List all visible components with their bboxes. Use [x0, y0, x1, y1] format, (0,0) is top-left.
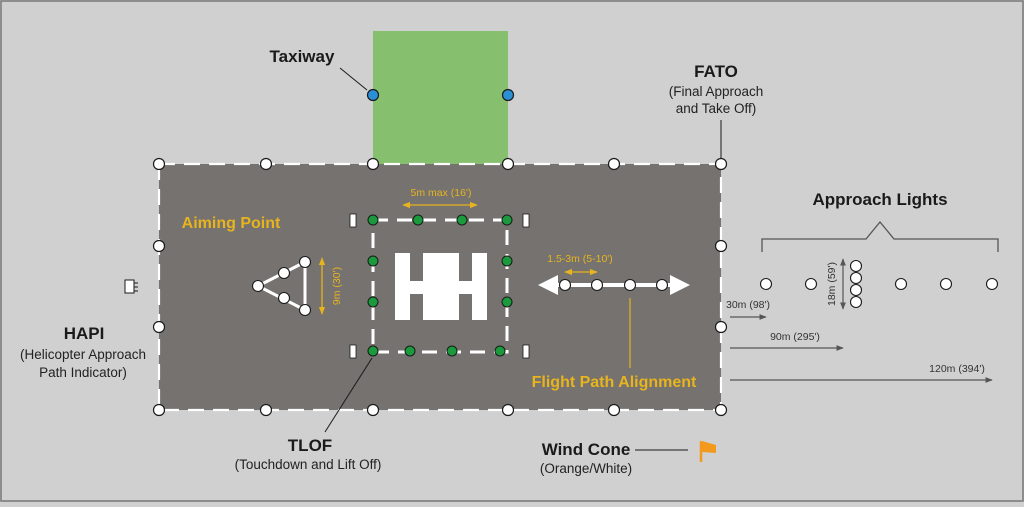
tlof-light	[404, 345, 416, 357]
h-left-leg	[395, 253, 410, 320]
tlof-corner-markers	[349, 213, 530, 359]
wind-cone-icon	[699, 441, 716, 462]
tlof-light	[501, 296, 513, 308]
fpa-arrowhead-right	[670, 275, 690, 295]
fato-light	[714, 320, 728, 334]
approach-light	[939, 277, 953, 291]
hapi-icon	[124, 279, 138, 294]
h-crossbar	[410, 281, 472, 294]
tlof-lights	[367, 214, 513, 357]
fato-light	[714, 239, 728, 253]
light-bar-label: 18m (59')	[826, 262, 838, 306]
dist-90-label: 90m (295')	[770, 331, 820, 343]
fpa-spacing-label: 1.5-3m (5-10')	[547, 253, 613, 265]
taxiway-area	[373, 31, 508, 164]
fpa-arrowhead-left	[538, 275, 558, 295]
aiming-light	[298, 255, 312, 269]
tlof-light	[412, 214, 424, 226]
tlof-light	[367, 345, 379, 357]
h-right-leg	[472, 253, 487, 320]
fato-light	[714, 403, 728, 417]
fato-light	[501, 157, 515, 171]
hapi-label: HAPI	[64, 324, 105, 343]
tlof-light	[501, 214, 513, 226]
fato-light	[366, 157, 380, 171]
fato-light	[607, 157, 621, 171]
tlof-light	[446, 345, 458, 357]
fpa-light	[590, 278, 604, 292]
aiming-light	[298, 303, 312, 317]
flight-path-alignment-label: Flight Path Alignment	[532, 374, 697, 391]
fato-light	[607, 403, 621, 417]
tlof-light	[367, 296, 379, 308]
corner-marker	[522, 213, 530, 228]
wind-cone-sublabel: (Orange/White)	[540, 461, 632, 476]
fpa-light	[623, 278, 637, 292]
corner-marker	[349, 213, 357, 228]
aiming-point-marking	[251, 255, 312, 317]
flight-path-alignment-marking	[538, 275, 690, 295]
hapi-sublabel-1: (Helicopter Approach	[20, 347, 146, 362]
fato-light	[152, 403, 166, 417]
wind-cone-label: Wind Cone	[542, 440, 631, 459]
approach-light	[849, 271, 863, 285]
corner-marker	[349, 344, 357, 359]
tlof-light	[494, 345, 506, 357]
tlof-leader	[324, 357, 373, 433]
fato-sublabel-2: and Take Off)	[676, 101, 757, 116]
hapi-sublabel-2: Path Indicator)	[39, 365, 127, 380]
tlof-sublabel: (Touchdown and Lift Off)	[235, 457, 382, 472]
fato-light	[152, 239, 166, 253]
aiming-size-label: 9m (30')	[331, 267, 343, 305]
approach-lights-label: Approach Lights	[812, 190, 947, 209]
tlof-light	[367, 255, 379, 267]
taxiway-leader	[339, 67, 368, 91]
tlof-light	[501, 255, 513, 267]
dist-30-label: 30m (98')	[726, 299, 770, 311]
fato-light	[259, 157, 273, 171]
approach-light	[849, 295, 863, 309]
approach-light	[804, 277, 818, 291]
fato-label: FATO	[694, 62, 738, 81]
tlof-marking	[371, 218, 509, 354]
approach-light	[985, 277, 999, 291]
corner-marker	[522, 344, 530, 359]
fato-sublabel-1: (Final Approach	[669, 84, 764, 99]
aiming-point-label: Aiming Point	[182, 215, 281, 232]
fato-edge-marking	[157, 162, 723, 412]
taxiway-label: Taxiway	[270, 47, 335, 66]
aiming-light	[277, 291, 291, 305]
approach-light	[849, 259, 863, 273]
approach-lights-bracket	[761, 220, 999, 252]
approach-lights	[759, 259, 999, 309]
taxiway-light	[366, 88, 380, 102]
fato-light	[366, 403, 380, 417]
tlof-light	[456, 214, 468, 226]
fato-light	[152, 320, 166, 334]
aiming-light	[277, 266, 291, 280]
fato-light	[152, 157, 166, 171]
approach-light	[759, 277, 773, 291]
tlof-light	[367, 214, 379, 226]
light-spacing-label: 5m max (16')	[411, 187, 472, 199]
fato-light	[259, 403, 273, 417]
tlof-label: TLOF	[288, 436, 332, 455]
aiming-light	[251, 279, 265, 293]
h-marking	[395, 253, 487, 320]
fato-light	[714, 157, 728, 171]
fato-light	[501, 403, 515, 417]
approach-light	[894, 277, 908, 291]
taxiway-light	[501, 88, 515, 102]
hapi-unit	[124, 279, 135, 294]
fato-lights	[152, 157, 728, 417]
approach-light	[849, 283, 863, 297]
dist-120-label: 120m (394')	[929, 363, 985, 375]
fpa-light	[558, 278, 572, 292]
fpa-light	[655, 278, 669, 292]
